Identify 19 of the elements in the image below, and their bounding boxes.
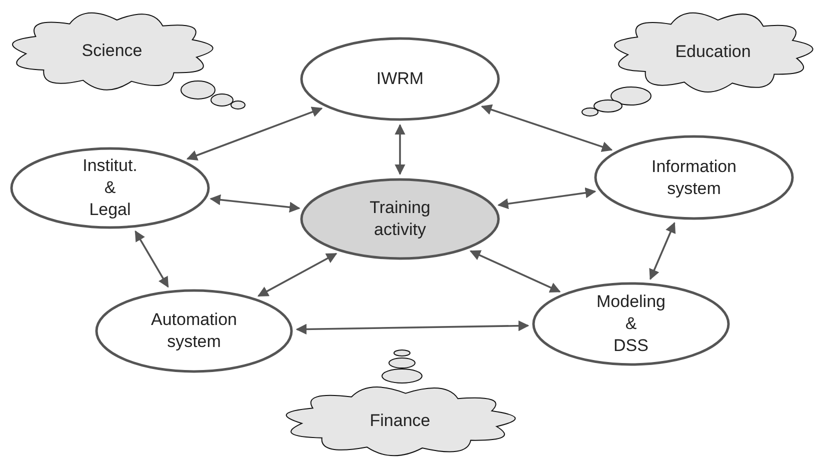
node-label: Information system bbox=[651, 156, 737, 200]
double-arrow bbox=[480, 104, 613, 152]
node-label: Automation system bbox=[151, 309, 237, 353]
double-arrow bbox=[394, 124, 406, 176]
node-label: Science bbox=[82, 40, 142, 62]
node-label: Modeling & DSS bbox=[596, 291, 666, 357]
double-arrow bbox=[257, 252, 338, 297]
node-label: Finance bbox=[370, 410, 430, 432]
double-arrow bbox=[649, 222, 676, 280]
double-arrow bbox=[296, 320, 530, 335]
double-arrow bbox=[210, 194, 300, 213]
double-arrow bbox=[134, 230, 169, 288]
double-arrow bbox=[470, 250, 561, 293]
node-label: Education bbox=[675, 41, 751, 63]
double-arrow bbox=[497, 187, 596, 210]
node-label: Training activity bbox=[370, 197, 430, 241]
node-label: IWRM bbox=[376, 68, 424, 90]
double-arrow bbox=[186, 106, 323, 161]
node-label: Institut. & Legal bbox=[82, 155, 138, 221]
